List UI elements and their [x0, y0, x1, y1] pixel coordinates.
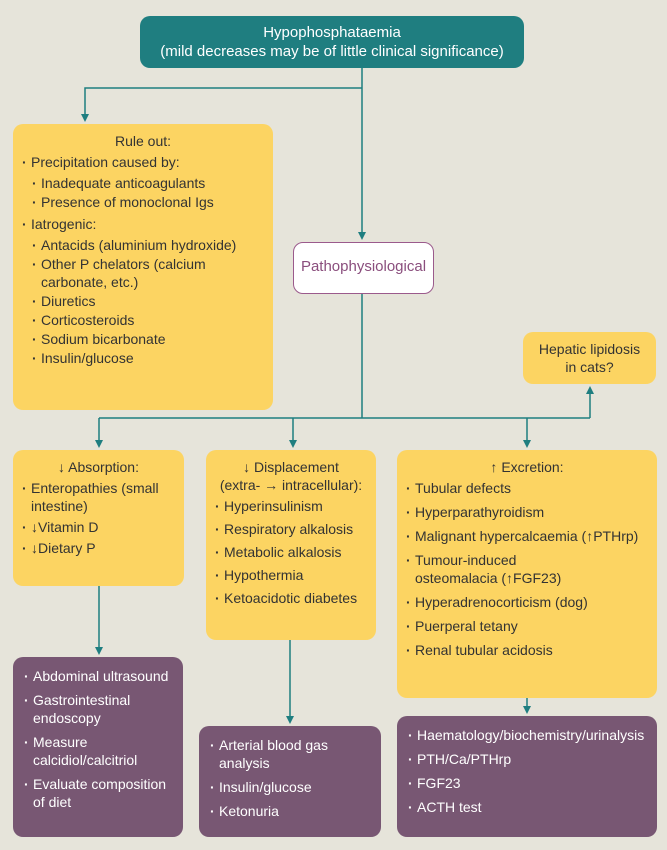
iatrogenic-item: Corticosteroids: [31, 311, 265, 329]
excretion-item: Renal tubular acidosis: [405, 641, 649, 659]
down-arrow-icon: ↓: [58, 459, 66, 475]
test-item: Haematology/biochemistry/urinalysis: [407, 726, 649, 744]
test-item: FGF23: [407, 774, 649, 792]
precipitation-label: Precipitation caused by:: [21, 153, 265, 171]
absorption-item: ↓Dietary P: [21, 539, 176, 557]
displacement-heading-1: Displacement: [254, 459, 339, 475]
test-item: PTH/Ca/PTHrp: [407, 750, 649, 768]
hepatic-lipidosis-box: Hepatic lipidosis in cats?: [523, 332, 656, 384]
displacement-item: Hypothermia: [214, 566, 368, 584]
pathophysiological-box: Pathophysiological: [293, 242, 434, 294]
precipitation-item: Presence of monoclonal Igs: [31, 193, 265, 211]
iatrogenic-item: Sodium bicarbonate: [31, 330, 265, 348]
absorption-item: ↓Vitamin D: [21, 518, 176, 536]
displacement-item: Metabolic alkalosis: [214, 543, 368, 561]
title-line-1: Hypophosphataemia: [263, 24, 401, 41]
title-line-2: (mild decreases may be of little clinica…: [160, 43, 504, 60]
iatrogenic-item: Antacids (aluminium hydroxide): [31, 236, 265, 254]
tests-displacement-box: Arterial blood gas analysis Insulin/gluc…: [199, 726, 381, 837]
displacement-heading-2: (extra- → intracellular):: [219, 477, 363, 493]
excretion-item: Hyperparathyroidism: [405, 503, 649, 521]
up-arrow-icon: ↑: [490, 459, 498, 475]
test-item: Gastrointestinal endoscopy: [23, 691, 175, 727]
title-box: Hypophosphataemia (mild decreases may be…: [140, 16, 524, 68]
rule-out-box: Rule out: Precipitation caused by: Inade…: [13, 124, 273, 410]
displacement-box: ↓ Displacement (extra- → intracellular):…: [206, 450, 376, 640]
hepatic-line-2: in cats?: [565, 359, 614, 375]
absorption-heading-row: ↓ Absorption:: [21, 458, 176, 476]
excretion-item: Hyperadrenocorticism (dog): [405, 593, 649, 611]
excretion-item: Tumour-induced osteomalacia (↑FGF23): [405, 551, 649, 587]
tests-excretion-box: Haematology/biochemistry/urinalysis PTH/…: [397, 716, 657, 837]
down-arrow-icon: ↓: [243, 459, 251, 475]
excretion-item: Malignant hypercalcaemia (↑PTHrp): [405, 527, 649, 545]
test-item: ACTH test: [407, 798, 649, 816]
absorption-heading: Absorption:: [68, 459, 139, 475]
iatrogenic-item: Other P chelators (calcium carbonate, et…: [31, 255, 265, 291]
test-item: Arterial blood gas analysis: [209, 736, 373, 772]
test-item: Measure calcidiol/calcitriol: [23, 733, 175, 769]
excretion-item: Puerperal tetany: [405, 617, 649, 635]
test-item: Insulin/glucose: [209, 778, 373, 796]
connector-to-rule-out: [81, 87, 362, 122]
displacement-heading-row: ↓ Displacement (extra- → intracellular):: [214, 458, 368, 494]
hepatic-line-1: Hepatic lipidosis: [538, 341, 641, 357]
test-item: Evaluate composition of diet: [23, 775, 175, 811]
displacement-item: Hyperinsulinism: [214, 497, 368, 515]
rule-out-heading: Rule out:: [114, 133, 172, 149]
excretion-heading-row: ↑ Excretion:: [405, 458, 649, 476]
pathophysiological-label: Pathophysiological: [300, 258, 427, 275]
iatrogenic-label: Iatrogenic:: [21, 215, 265, 233]
test-item: Ketonuria: [209, 802, 373, 820]
precipitation-item: Inadequate anticoagulants: [31, 174, 265, 192]
iatrogenic-item: Insulin/glucose: [31, 349, 265, 367]
absorption-item: Enteropathies (small intestine): [21, 479, 176, 515]
excretion-heading: Excretion:: [501, 459, 564, 475]
tests-absorption-box: Abdominal ultrasound Gastrointestinal en…: [13, 657, 183, 837]
displacement-item: Ketoacidotic diabetes: [214, 589, 368, 607]
excretion-box: ↑ Excretion: Tubular defects Hyperparath…: [397, 450, 657, 698]
iatrogenic-item: Diuretics: [31, 292, 265, 310]
displacement-item: Respiratory alkalosis: [214, 520, 368, 538]
excretion-item: Tubular defects: [405, 479, 649, 497]
test-item: Abdominal ultrasound: [23, 667, 175, 685]
absorption-box: ↓ Absorption: Enteropathies (small intes…: [13, 450, 184, 586]
